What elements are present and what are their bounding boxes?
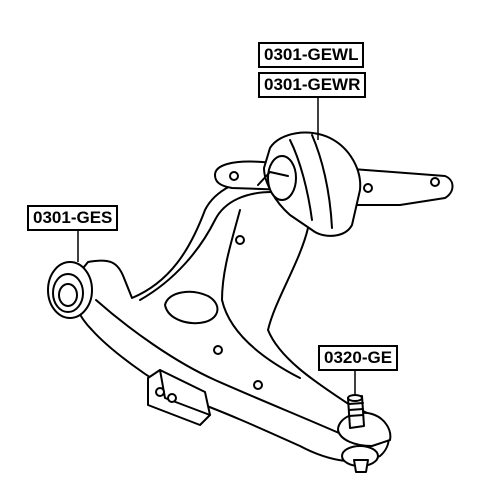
rear-bushing-strap (257, 171, 289, 186)
bracket-hole (167, 393, 177, 403)
bracket-bolt-hole (229, 171, 239, 181)
arm-hole (253, 380, 263, 390)
arm-hole (213, 345, 223, 355)
bracket-bolt-hole (363, 183, 373, 193)
part-number-label-gewl: 0301-GEWL (258, 42, 365, 68)
rear-bushing-sleeve (267, 155, 297, 201)
part-number-label-ge: 0320-GE (318, 345, 399, 371)
arm-channel (221, 209, 301, 379)
ball-joint-thread (348, 402, 364, 417)
bracket-hole (155, 387, 165, 397)
part-number-label-gewr: 0301-GEWR (258, 72, 367, 98)
arm-rib (95, 299, 356, 441)
bracket-bolt-hole (430, 177, 440, 187)
rear-bushing-ring (289, 139, 313, 221)
arm-cutout (164, 290, 219, 325)
rear-bushing-ring (311, 134, 333, 229)
part-number-label-ges: 0301-GES (27, 205, 119, 231)
arm-hole (235, 235, 245, 245)
ball-joint-cap (353, 459, 369, 473)
mount-bracket-face (159, 369, 211, 416)
arm-rib-upper (139, 191, 273, 301)
front-bushing-core (58, 283, 78, 307)
